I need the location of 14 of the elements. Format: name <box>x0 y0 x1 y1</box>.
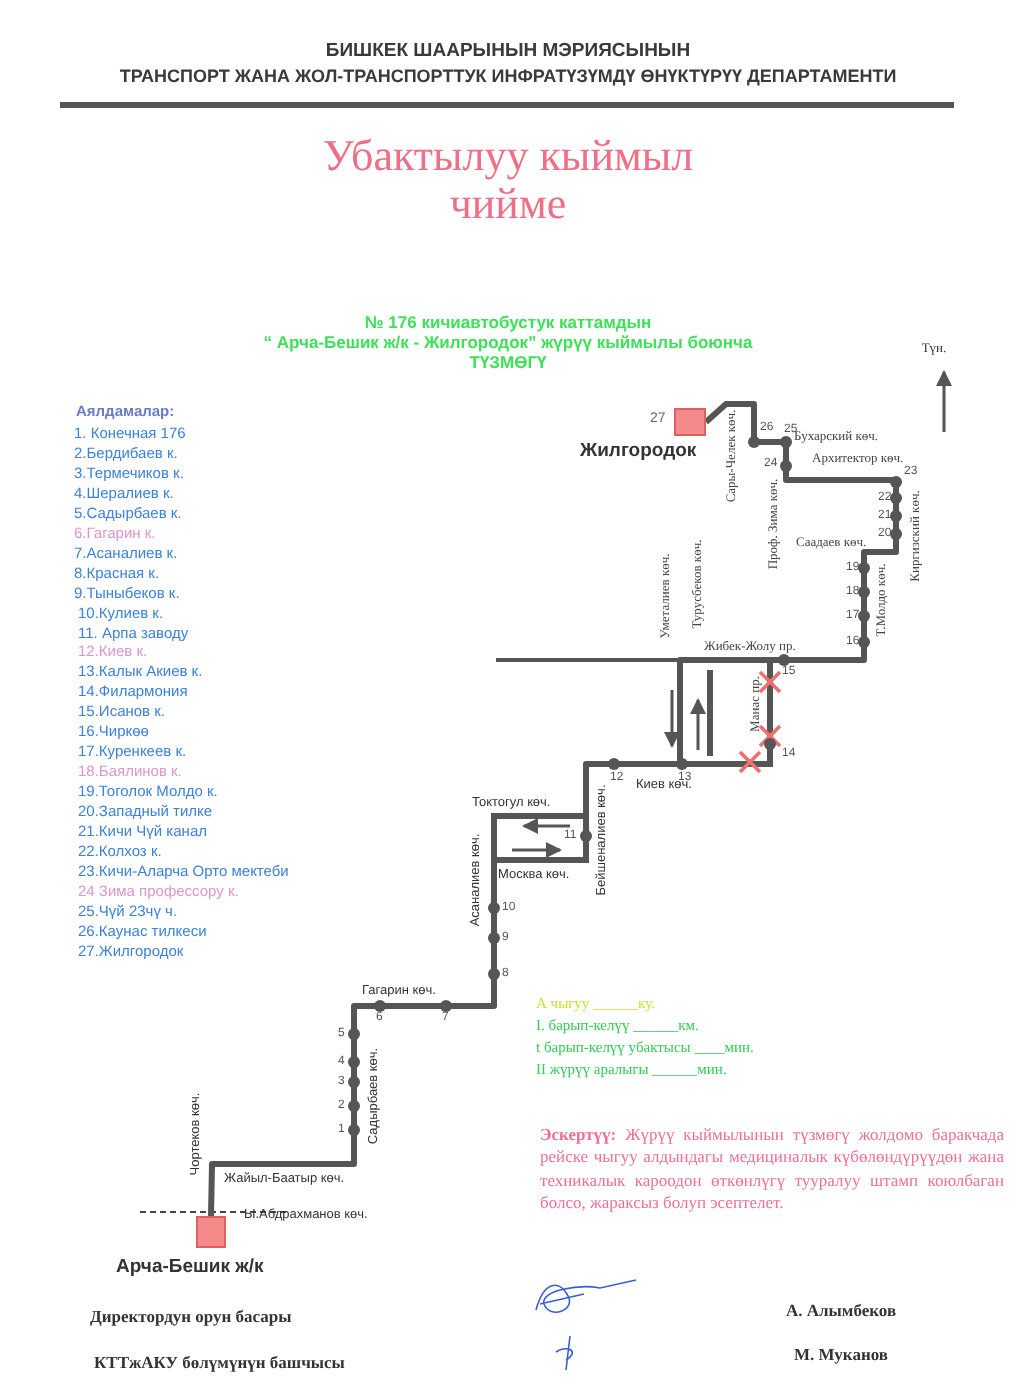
header-text: БИШКЕК ШААРЫНЫН МЭРИЯСЫНЫН <box>325 42 691 63</box>
subtitle: ТҮЗМӨГҮ <box>469 354 547 373</box>
position-title: Директордун орун басары <box>90 1308 292 1327</box>
route-line <box>208 401 899 1217</box>
terminal-name: Арча-Бешик ж/к <box>116 1256 264 1278</box>
subtitle: № 176 кичиавтобустук каттамдын <box>364 314 652 333</box>
note-text: Эскертүү: Жүрүү кыймылынын түзмөгү жолдомо баракчада рейске чыгуу алдындагы медициналык күбөлөндүрүүдөн жана техникалык кароодон өткөнлүгү тууралуу штамп коюлбаган болсо, жараксыз болуп эсептелет. <box>540 1124 1004 1216</box>
subtitle: “ Арча-Бешик ж/к - Жилгородок” жүрүү кыймылы боюнча <box>263 334 753 353</box>
terminal-name: Жилгородок <box>580 440 697 462</box>
signatory-name: М. Муканов <box>794 1346 888 1365</box>
signatory-name: А. Алымбеков <box>786 1302 897 1321</box>
header-text: ТРАНСПОРТ ЖАНА ЖОЛ-ТРАНСПОРТТУК ИНФРАТҮЗҮМДҮ ӨНҮКТҮРҮҮ ДЕПАРТАМЕНТИ <box>119 68 897 88</box>
title: Убактылуу кыймыл чийме <box>320 132 696 229</box>
position-title: КТТжАКУ бөлүмүнүн башчысы <box>94 1354 345 1373</box>
